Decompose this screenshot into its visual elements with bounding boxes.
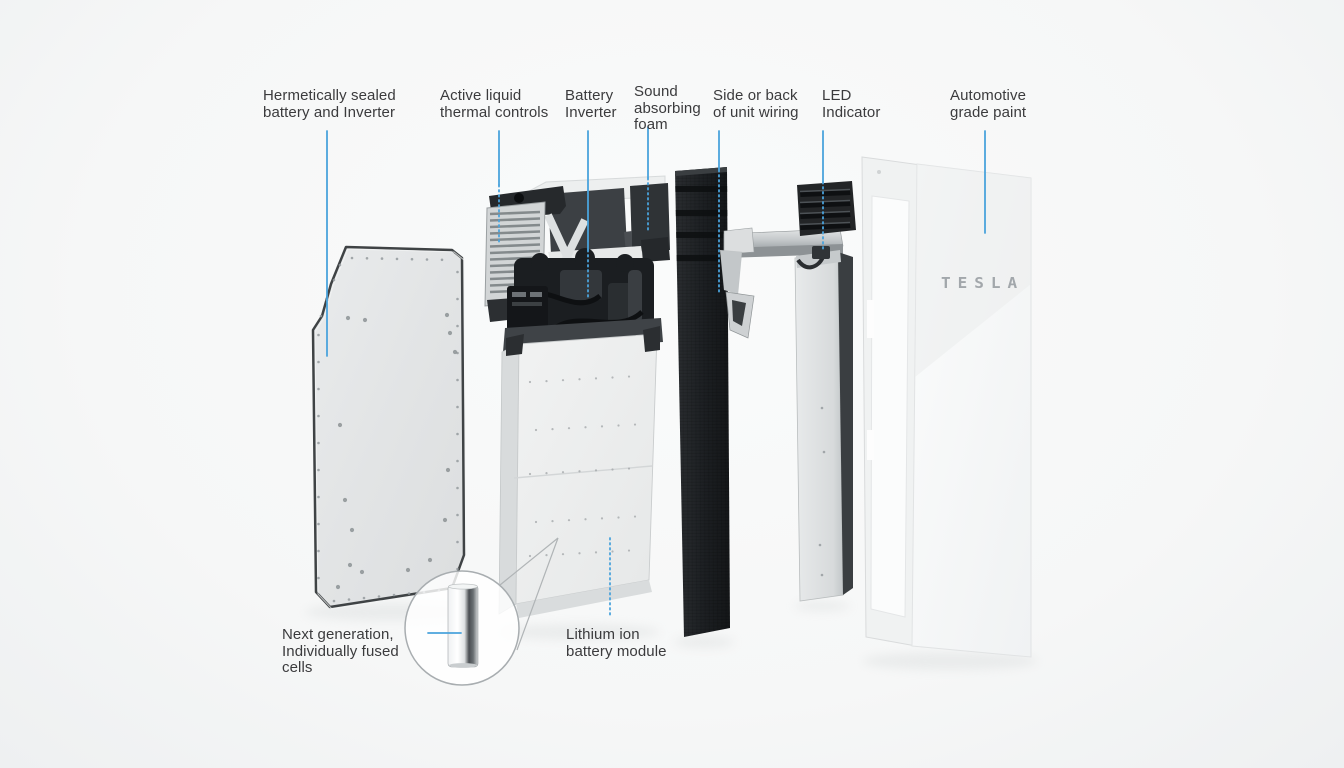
battery-cell [447,583,479,668]
wiring-column [675,167,730,637]
led-indicator [812,246,830,259]
callout-automotive-paint: Automotive grade paint [950,87,1027,121]
callout-hermetically-sealed: Hermetically sealed battery and Inverter [263,87,396,121]
cell-inset-callout [404,537,559,686]
callout-lithium-module: Lithium ion battery module [566,626,667,660]
sidebar-screw-dots [818,406,826,577]
led-wire [796,256,825,270]
backplate-panel [311,245,467,610]
callout-sound-foam: Sound absorbing foam [634,83,701,133]
callout-unit-wiring: Side or back of unit wiring [713,87,799,121]
module-cell-fuse-dots [528,375,637,558]
vent-louvers [799,188,851,230]
callout-fused-cells: Next generation, Individually fused cell… [282,626,399,676]
leader-lines [326,126,986,634]
callout-led-indicator: LED Indicator [822,87,881,121]
tesla-logo: TESLA [941,274,1024,292]
callout-battery-inverter: Battery Inverter [565,87,617,121]
front-cover: TESLA [861,156,1032,658]
battery-module [498,326,660,618]
side-wiring-bar [794,181,856,602]
paint-reflection [915,164,1031,377]
battery-inverter-assembly [503,248,663,352]
callout-thermal-controls: Active liquid thermal controls [440,87,549,121]
backplate-rivets [317,256,459,603]
